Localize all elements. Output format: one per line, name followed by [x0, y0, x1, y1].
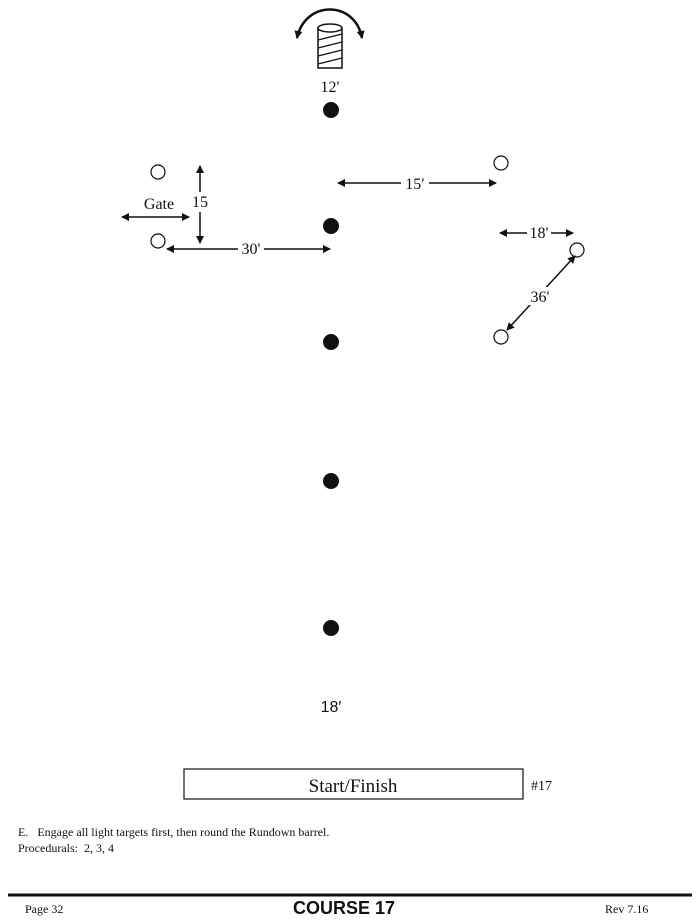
light-target — [493, 155, 509, 171]
footer-title: COURSE 17 — [293, 898, 395, 918]
note-line-1: E. Engage all light targets first, then … — [18, 825, 329, 839]
course-number-tag: #17 — [531, 779, 552, 794]
spacing-label: 18′ — [321, 699, 342, 716]
footer-page: Page 32 — [25, 902, 63, 916]
light-targets — [150, 155, 585, 345]
marker-dot — [323, 620, 339, 636]
marker-dot — [323, 334, 339, 350]
gate-to-center-label: 30' — [242, 241, 261, 258]
gate-height-label: 15 — [192, 194, 208, 211]
start-finish-label: Start/Finish — [309, 776, 398, 797]
start-finish-box — [183, 768, 524, 800]
marker-dot — [323, 218, 339, 234]
right-pair-label: 18' — [530, 225, 549, 242]
diagonal-label: 36' — [531, 289, 550, 306]
center-to-right-label: 15′ — [405, 176, 425, 193]
footer-revision: Rev 7.16 — [605, 902, 648, 916]
light-target — [493, 329, 509, 345]
light-target — [150, 233, 166, 249]
light-target — [569, 242, 585, 258]
rundown-barrel-icon — [294, 8, 365, 69]
center-markers — [323, 102, 339, 636]
marker-dot — [323, 473, 339, 489]
marker-dot — [323, 102, 339, 118]
note-line-2: Procedurals: 2, 3, 4 — [18, 841, 114, 855]
light-target — [150, 164, 166, 180]
barrel-distance-label: 12' — [321, 79, 340, 96]
gate-label: Gate — [144, 196, 174, 213]
